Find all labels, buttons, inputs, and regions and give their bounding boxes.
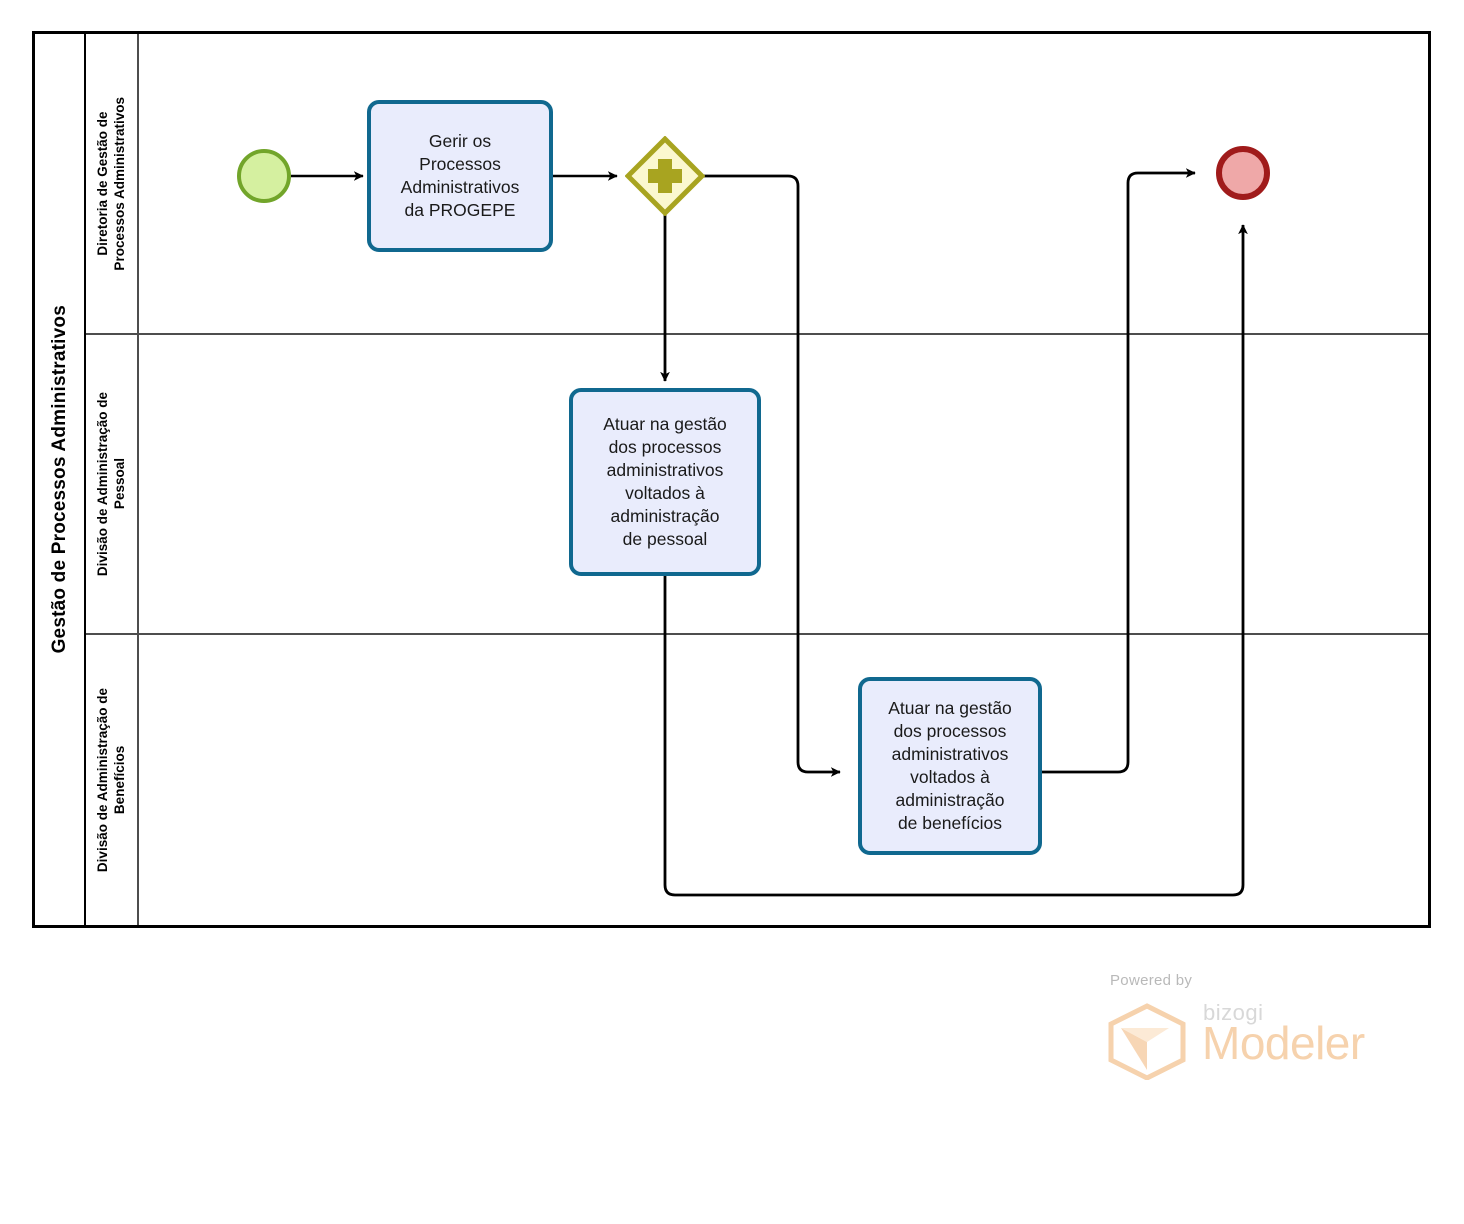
modeler-wordmark: Modeler <box>1202 1017 1365 1069</box>
task-atuar-beneficios[interactable]: Atuar na gestão dos processos administra… <box>858 677 1042 855</box>
lane-diretoria-de-gestao-de-processos-administrativos: Diretoria de Gestão de Processos Adminis… <box>86 34 1428 333</box>
lane-header-beneficios: Divisão de Administração de Benefícios <box>86 635 139 925</box>
powered-by-label: Powered by <box>1110 972 1193 989</box>
pool-title: Gestão de Processos Administrativos <box>48 305 70 654</box>
bizagi-hexagon-icon <box>1108 1003 1186 1080</box>
lane-label-pessoal: Divisão de Administração de Pessoal <box>94 391 127 577</box>
lane-divisao-de-administracao-de-beneficios: Divisão de Administração de Benefícios <box>86 635 1428 925</box>
task-gerir-processos[interactable]: Gerir os Processos Administrativos da PR… <box>367 100 553 252</box>
lane-label-beneficios: Divisão de Administração de Benefícios <box>94 687 127 873</box>
plus-icon <box>648 159 682 193</box>
end-event[interactable] <box>1216 146 1270 200</box>
lane-divider-1 <box>86 333 1428 335</box>
lane-header-pessoal: Divisão de Administração de Pessoal <box>86 335 139 633</box>
start-event[interactable] <box>237 149 291 203</box>
bizagi-modeler-watermark: Powered by bizogi Modeler <box>1103 972 1373 1080</box>
lane-divisao-de-administracao-de-pessoal: Divisão de Administração de Pessoal <box>86 335 1428 633</box>
bizagi-wordmark: bizogi <box>1203 1000 1264 1025</box>
parallel-gateway[interactable] <box>625 136 705 216</box>
lane-label-diretoria: Diretoria de Gestão de Processos Adminis… <box>94 96 127 271</box>
lane-header-diretoria: Diretoria de Gestão de Processos Adminis… <box>86 34 139 333</box>
task-atuar-pessoal[interactable]: Atuar na gestão dos processos administra… <box>569 388 761 576</box>
pool-header: Gestão de Processos Administrativos <box>35 34 86 925</box>
lane-divider-2 <box>86 633 1428 635</box>
